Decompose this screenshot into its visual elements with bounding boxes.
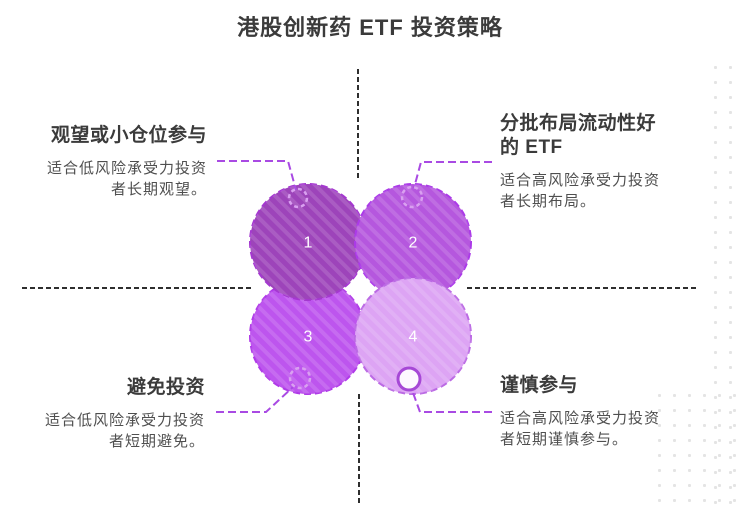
quadrant-bottom-left-desc: 适合低风险承受力投资 者短期避免。 <box>0 410 205 452</box>
anchor-ring-1 <box>287 187 309 209</box>
quadrant-top-left-title: 观望或小仓位参与 <box>50 125 207 146</box>
connector-top-right <box>413 161 492 189</box>
desc-line: 适合高风险承受力投资 <box>500 171 661 189</box>
quadrant-top-left-desc: 适合低风险承受力投资 者长期观望。 <box>0 158 207 200</box>
anchor-ring-3 <box>288 366 312 390</box>
anchor-ring-2 <box>400 185 424 209</box>
quadrant-bottom-left-title: 避免投资 <box>126 377 205 398</box>
circle-number-3: 3 <box>304 329 313 346</box>
desc-line: 适合低风险承受力投资 <box>46 159 207 177</box>
connector-bottom-left <box>216 386 294 413</box>
circle-number-4: 4 <box>409 329 418 346</box>
quadrant-top-right: 分批布局流动性好 的 ETF 适合高风险承受力投资 者长期布局。 <box>500 112 735 212</box>
anchor-ring-4 <box>396 366 422 392</box>
quadrant-bottom-left: 避免投资 适合低风险承受力投资 者短期避免。 <box>0 376 205 452</box>
desc-line: 适合低风险承受力投资 <box>44 411 205 429</box>
title-line: 分批布局流动性好 <box>500 113 657 134</box>
quadrant-top-right-title: 分批布局流动性好 的 ETF <box>500 112 735 160</box>
quadrant-bottom-right-desc: 适合高风险承受力投资 者短期谨慎参与。 <box>500 408 735 450</box>
circle-number-1: 1 <box>304 235 313 252</box>
desc-line: 者长期观望。 <box>110 180 207 198</box>
connector-top-left <box>217 160 297 191</box>
page-title: 港股创新药 ETF 投资策略 <box>237 15 503 40</box>
quadrant-top-left: 观望或小仓位参与 适合低风险承受力投资 者长期观望。 <box>0 124 207 200</box>
dot-pattern-bottom-right <box>652 388 740 514</box>
quadrant-bottom-right: 谨慎参与 适合高风险承受力投资 者短期谨慎参与。 <box>500 374 735 450</box>
connector-bottom-right <box>411 389 492 413</box>
desc-line: 者短期避免。 <box>108 432 205 450</box>
desc-line: 适合高风险承受力投资 <box>500 409 661 427</box>
desc-line: 者长期布局。 <box>500 192 597 210</box>
title-line: 的 ETF <box>500 136 563 158</box>
quadrant-top-right-desc: 适合高风险承受力投资 者长期布局。 <box>500 170 735 212</box>
quadrant-bottom-right-title: 谨慎参与 <box>500 375 579 396</box>
circle-number-2: 2 <box>409 235 418 252</box>
desc-line: 者短期谨慎参与。 <box>500 430 629 448</box>
